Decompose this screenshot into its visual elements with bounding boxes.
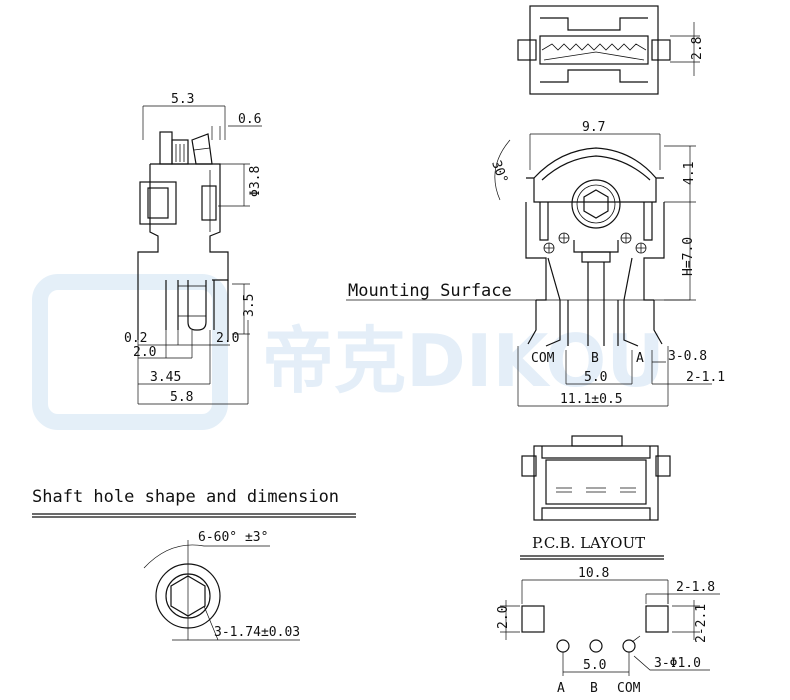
dim-pin-w: 3-0.8	[668, 349, 707, 364]
shaft-angle: 6-60° ±3°	[198, 530, 268, 545]
dim-pin-w2: 2.0	[216, 331, 239, 346]
dim-total: 5.8	[170, 390, 193, 405]
dim-pin-offset: 0.6	[238, 112, 261, 127]
dim-body-w: 9.7	[582, 120, 605, 135]
bottom-view	[521, 435, 671, 521]
dim-angle: 30°	[488, 159, 510, 186]
shaft-hole: Shaft hole shape and dimension 6-60° ±3°…	[32, 487, 356, 641]
shaft-size: 3-1.74±0.03	[214, 625, 300, 640]
dim-pin-off: 2-1.1	[686, 370, 725, 385]
side-view: 5.3 0.6 Φ3.8 3.5 0.2 2.0 2.0 3.45 5.8	[124, 92, 263, 405]
dim-pad-h: 2-2.1	[694, 604, 709, 643]
dim-total-w: 11.1±0.5	[560, 392, 623, 407]
pcb-pin-a: A	[557, 681, 565, 696]
dim-gap: 0.2	[124, 331, 147, 346]
watermark-text: 帝克DIKOU	[262, 319, 665, 403]
shaft-hole-title: Shaft hole shape and dimension	[32, 487, 339, 507]
pcb-layout: P.C.B. LAYOUT 10.8 2-1.8 2-2.1 2.0 5.0 3…	[496, 534, 720, 696]
pcb-title: P.C.B. LAYOUT	[532, 534, 645, 552]
dim-pin-len: 3.5	[242, 294, 257, 317]
dim-height-h: H=7.0	[681, 237, 696, 276]
dim-shaft-dia: Φ3.8	[248, 166, 263, 197]
dim-hole: 3-Φ1.0	[654, 656, 701, 671]
pin-label-com: COM	[531, 351, 555, 366]
front-view: Mounting Surface 9.7 30° 4.1 H=7.0 COM B…	[346, 120, 725, 407]
dim-height-top: 4.1	[682, 162, 697, 185]
dim-depth: 2.8	[690, 37, 705, 60]
mounting-label: Mounting Surface	[348, 281, 512, 301]
dim-pitch: 3.45	[150, 370, 181, 385]
dim-pcb-total: 10.8	[578, 566, 609, 581]
pcb-pin-com: COM	[617, 681, 641, 696]
pin-label-a: A	[636, 351, 644, 366]
dim-pad-w: 2-1.8	[676, 580, 715, 595]
top-view: 2.8	[517, 5, 705, 95]
dim-pcb-pitch: 5.0	[583, 658, 606, 673]
pcb-pin-b: B	[590, 681, 598, 696]
dim-pad-left-h: 2.0	[496, 606, 511, 629]
dim-pin-w: 2.0	[133, 345, 156, 360]
dim-width-top: 5.3	[171, 92, 194, 107]
pin-label-b: B	[591, 351, 599, 366]
dim-pitch: 5.0	[584, 370, 607, 385]
watermark: 帝克DIKOU	[32, 274, 665, 430]
